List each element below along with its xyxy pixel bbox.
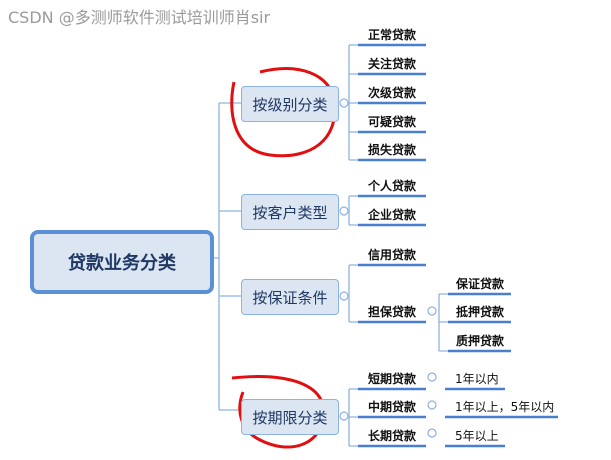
collapse-toggle-icon[interactable] xyxy=(339,98,349,108)
leaf-node[interactable]: 长期贷款 xyxy=(367,429,416,443)
category-customer[interactable]: 按客户类型 xyxy=(241,194,339,230)
leaf-node[interactable]: 信用贷款 xyxy=(367,248,416,262)
collapse-toggle-icon[interactable] xyxy=(339,206,349,216)
collapse-toggle-icon[interactable] xyxy=(427,306,437,316)
leaf-node[interactable]: 保证贷款 xyxy=(455,277,504,291)
root-node[interactable]: 贷款业务分类 xyxy=(30,230,214,294)
collapse-toggle-icon[interactable] xyxy=(427,428,437,438)
leaf-node[interactable]: 中期贷款 xyxy=(367,400,416,414)
watermark: CSDN @多测师软件测试培训师肖sir xyxy=(8,8,271,27)
term-note: 1年以上，5年以内 xyxy=(455,400,555,414)
leaf-node[interactable]: 短期贷款 xyxy=(367,372,416,386)
collapse-toggle-icon[interactable] xyxy=(427,400,437,410)
leaf-node[interactable]: 关注贷款 xyxy=(367,57,416,71)
leaf-node[interactable]: 个人贷款 xyxy=(367,179,416,193)
leaf-node[interactable]: 损失贷款 xyxy=(367,143,416,157)
category-level[interactable]: 按级别分类 xyxy=(241,86,339,122)
collapse-toggles xyxy=(339,98,437,438)
term-note: 5年以上 xyxy=(455,429,499,443)
category-term[interactable]: 按期限分类 xyxy=(241,399,339,435)
red-annotation-circles xyxy=(230,67,337,449)
leaf-node[interactable]: 质押贷款 xyxy=(455,334,504,348)
leaf-node[interactable]: 正常贷款 xyxy=(367,28,416,42)
leaf-node[interactable]: 企业贷款 xyxy=(367,208,416,222)
leaf-node[interactable]: 可疑贷款 xyxy=(367,115,416,129)
leaf-node[interactable]: 抵押贷款 xyxy=(455,305,504,319)
collapse-toggle-icon[interactable] xyxy=(339,411,349,421)
collapse-toggle-icon[interactable] xyxy=(427,372,437,382)
category-guarantee[interactable]: 按保证条件 xyxy=(241,279,339,315)
collapse-toggle-icon[interactable] xyxy=(339,291,349,301)
term-note: 1年以内 xyxy=(455,372,499,386)
leaf-node[interactable]: 次级贷款 xyxy=(367,86,416,100)
leaf-node[interactable]: 担保贷款 xyxy=(367,305,416,319)
